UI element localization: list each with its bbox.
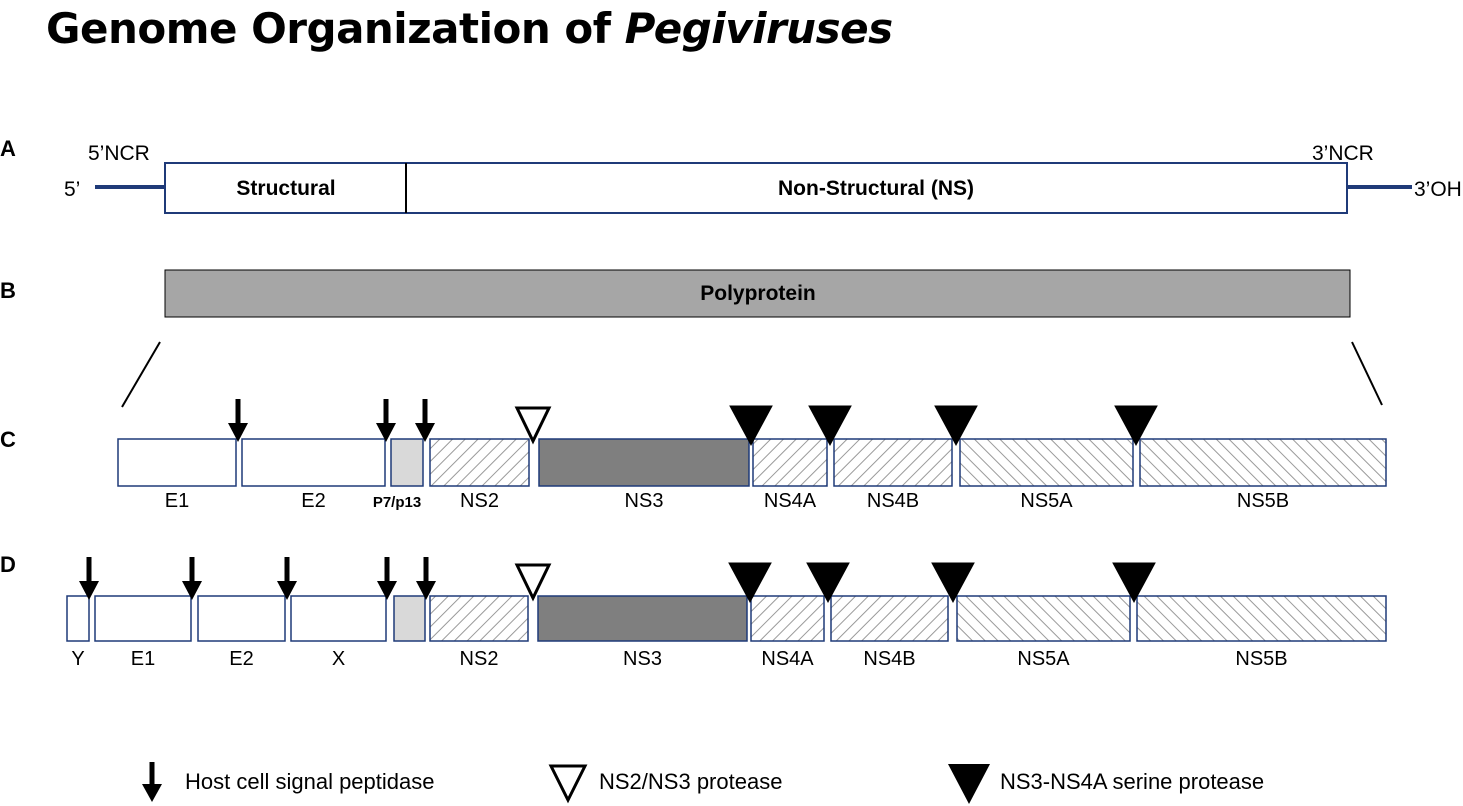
segment-e1 — [117, 438, 237, 487]
segment-ns4b — [830, 595, 949, 642]
panel-d-signal-peptidase-arrow-1 — [79, 557, 99, 600]
polyprotein-bar — [164, 269, 1351, 318]
zoom-line-right — [1351, 341, 1383, 406]
panel-d-signal-peptidase-arrow-5 — [416, 557, 436, 600]
segment-label-e2: E2 — [229, 648, 253, 670]
panel-b-letter: B — [0, 278, 16, 303]
segment-label-e1: E1 — [131, 648, 155, 670]
segment-ns3 — [538, 438, 750, 487]
segment-ns5b — [1139, 438, 1387, 487]
panel-c-letter: C — [0, 427, 16, 452]
panel-d-letter: D — [0, 552, 16, 577]
segment-e2 — [241, 438, 386, 487]
panel-d-ns3-ns4a-site-1 — [728, 562, 772, 604]
panel-a-genome: Structural Non-Structural (NS) 5’NCR 3’N… — [64, 142, 1462, 214]
title-italic: Pegiviruses — [624, 4, 893, 53]
legend: Host cell signal peptidase NS2/NS3 prote… — [142, 762, 1264, 804]
segment-label-ns5b: NS5B — [1237, 490, 1289, 512]
segment-ns3 — [537, 595, 748, 642]
panel-c-ns2-ns3-site — [514, 406, 552, 445]
segment-ns2 — [429, 595, 529, 642]
legend-signal-peptidase-label: Host cell signal peptidase — [185, 769, 434, 794]
legend-ns2-ns3-icon — [548, 764, 588, 804]
panel-c-signal-peptidase-arrow-2 — [376, 399, 396, 442]
three-end-label: 3’OH — [1414, 178, 1462, 201]
nonstructural-label: Non-Structural (NS) — [778, 177, 974, 200]
segment-label-ns3: NS3 — [623, 648, 662, 670]
panel-c-ns3-ns4a-site-2 — [808, 405, 852, 447]
segment-label-e1: E1 — [165, 490, 189, 512]
panel-d-signal-peptidase-arrow-3 — [277, 557, 297, 600]
segment-label-p7-p13: P7/p13 — [373, 494, 421, 511]
structural-label: Structural — [236, 177, 335, 200]
segment-label-ns4b: NS4B — [863, 648, 915, 670]
three-ncr-label: 3’NCR — [1312, 142, 1374, 165]
five-end-label: 5’ — [64, 178, 80, 201]
segment-ns5a — [959, 438, 1134, 487]
panel-d-signal-peptidase-arrow-2 — [182, 557, 202, 600]
panel-d-ns3-ns4a-site-2 — [806, 562, 850, 604]
panel-a-letter: A — [0, 136, 16, 161]
segment-label-ns5b: NS5B — [1235, 648, 1287, 670]
figure-title: Genome Organization of Pegiviruses — [46, 4, 893, 53]
panel-d-ns2-ns3-site — [514, 563, 552, 602]
segment-label-ns5a: NS5A — [1020, 490, 1073, 512]
legend-ns2-ns3-label: NS2/NS3 protease — [599, 769, 782, 794]
segment-ns2 — [429, 438, 530, 487]
panel-c-hpgv-map: E1 E2 P7/p13 NS2 NS3 NS4A NS4B NS5A NS5B — [117, 399, 1387, 512]
title-main: Genome Organization of — [46, 4, 625, 53]
segment-x — [290, 595, 387, 642]
segment-ns4b — [833, 438, 953, 487]
segment-label-x: X — [332, 648, 345, 670]
legend-ns3-ns4a-label: NS3-NS4A serine protease — [1000, 769, 1264, 794]
segment-label-ns4a: NS4A — [764, 490, 817, 512]
five-ncr-label: 5’NCR — [88, 142, 150, 165]
legend-signal-peptidase-icon — [142, 762, 162, 802]
segment-label-ns4a: NS4A — [761, 648, 814, 670]
segment-ns5b — [1136, 595, 1387, 642]
panel-c-ns3-ns4a-site-3 — [934, 405, 978, 447]
genome-box — [164, 162, 1348, 214]
segment-ns4a — [752, 438, 828, 487]
segment-label-ns4b: NS4B — [867, 490, 919, 512]
panel-c-signal-peptidase-arrow-1 — [228, 399, 248, 442]
panel-c-ns3-ns4a-site-4 — [1114, 405, 1158, 447]
segment-label-ns2: NS2 — [460, 648, 499, 670]
segment-p7 — [393, 595, 426, 642]
segment-label-ns2: NS2 — [460, 490, 499, 512]
zoom-line-left — [121, 341, 161, 408]
panel-d-pegivirus-map: Y E1 E2 X NS2 NS3 NS4A NS4B NS5A NS5B — [66, 557, 1387, 670]
segment-e1 — [94, 595, 192, 642]
panel-b-polyprotein: Polyprotein — [121, 269, 1383, 408]
segment-y — [66, 595, 90, 642]
segment-label-ns5a: NS5A — [1017, 648, 1070, 670]
segment-label-y: Y — [71, 648, 84, 670]
panel-c-signal-peptidase-arrow-3 — [415, 399, 435, 442]
segment-label-ns3: NS3 — [625, 490, 664, 512]
segment-label-e2: E2 — [301, 490, 325, 512]
segment-p7-p13 — [390, 438, 424, 487]
panel-d-ns3-ns4a-site-3 — [931, 562, 975, 604]
segment-ns4a — [750, 595, 825, 642]
panel-c-ns3-ns4a-site-1 — [729, 405, 773, 447]
panel-d-signal-peptidase-arrow-4 — [377, 557, 397, 600]
segment-ns5a — [956, 595, 1131, 642]
polyprotein-label: Polyprotein — [700, 282, 816, 305]
panel-d-ns3-ns4a-site-4 — [1112, 562, 1156, 604]
legend-ns3-ns4a-icon — [948, 764, 990, 804]
segment-e2 — [197, 595, 286, 642]
